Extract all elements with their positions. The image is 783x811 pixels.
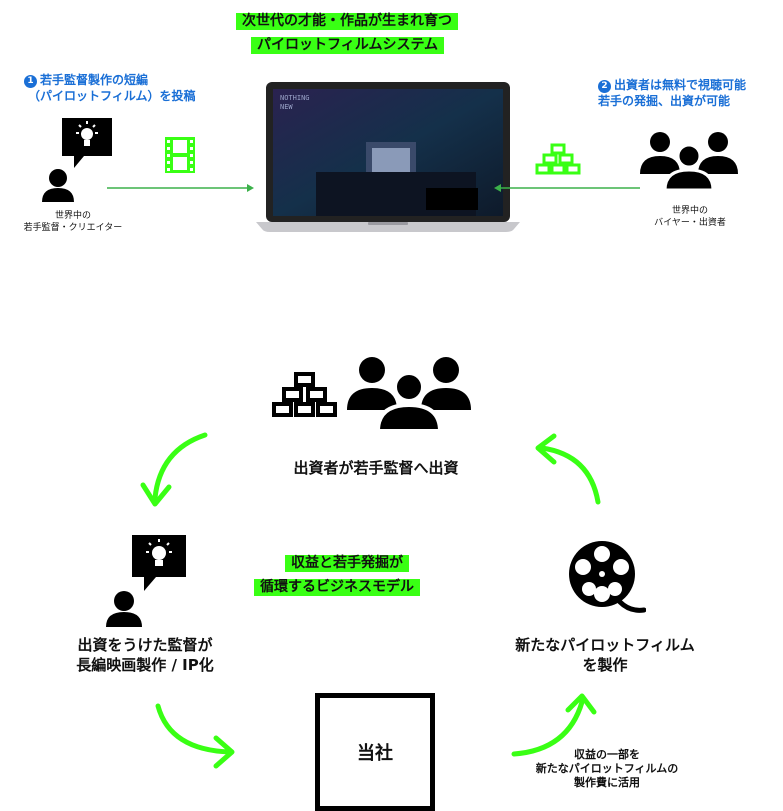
right-label: 新たなパイロットフィルム を製作 bbox=[480, 635, 730, 675]
curved-arrow-icon-bottom-left bbox=[150, 700, 240, 770]
step-1-line-2: （パイロットフィルム）を投稿 bbox=[28, 89, 196, 103]
screen-title: NOTHING NEW bbox=[280, 94, 310, 112]
curved-arrow-icon-bottom-right bbox=[508, 690, 598, 760]
curved-arrow-icon-top-right bbox=[530, 430, 610, 510]
left-caption: 世界中の 若手監督・クリエイター bbox=[8, 210, 138, 234]
company-box: 当社 bbox=[315, 693, 435, 811]
left-caption-1: 世界中の bbox=[54, 211, 91, 221]
bottom-note-1: 収益の一部を bbox=[574, 748, 640, 761]
laptop-icon: NOTHING NEW bbox=[256, 82, 520, 232]
bottom-note-3: 製作費に活用 bbox=[574, 776, 640, 789]
left-label: 出資をうけた監督が 長編映画製作 / IP化 bbox=[50, 635, 240, 675]
cycle-center-line-1: 収益と若手発掘が bbox=[285, 555, 409, 572]
top-label: 出資者が若手監督へ出資 bbox=[293, 459, 459, 477]
headline-line-2: パイロットフィルムシステム bbox=[251, 37, 445, 54]
arrow-investor-to-platform bbox=[494, 183, 640, 193]
headline-line-1: 次世代の才能・作品が生まれ育つ bbox=[236, 13, 458, 30]
right-caption: 世界中の バイヤー・出資者 bbox=[630, 205, 750, 229]
step-2-line-2: 若手の発掘、出資が可能 bbox=[598, 94, 731, 108]
film-reel-icon bbox=[568, 540, 646, 616]
step-1-badge: 1 bbox=[24, 75, 37, 88]
right-label-1: 新たなパイロットフィルム bbox=[515, 636, 695, 654]
gold-bars-icon-small bbox=[535, 143, 581, 175]
right-label-2: を製作 bbox=[582, 656, 628, 674]
bottom-note: 収益の一部を 新たなパイロットフィルムの 製作費に活用 bbox=[512, 748, 702, 790]
screen-text-2: NEW bbox=[280, 103, 293, 111]
step-1-line-1: 若手監督製作の短編 bbox=[40, 73, 149, 87]
curved-arrow-icon-top-left bbox=[135, 430, 215, 510]
left-caption-2: 若手監督・クリエイター bbox=[23, 223, 123, 233]
gold-bars-icon bbox=[271, 371, 339, 419]
company-label: 当社 bbox=[357, 743, 393, 764]
right-caption-1: 世界中の bbox=[671, 206, 708, 216]
investor-group-icon bbox=[640, 130, 738, 190]
director-idea-icon bbox=[102, 535, 190, 627]
investor-group-icon-large bbox=[347, 355, 471, 431]
creator-idea-icon bbox=[36, 118, 116, 202]
step-2-line-1: 出資者は無料で視聴可能 bbox=[614, 78, 747, 92]
right-caption-2: バイヤー・出資者 bbox=[654, 218, 726, 228]
film-strip-icon bbox=[165, 137, 195, 173]
bottom-note-2: 新たなパイロットフィルムの bbox=[535, 762, 679, 775]
left-label-1: 出資をうけた監督が bbox=[77, 636, 213, 654]
arrow-creator-to-platform bbox=[107, 183, 255, 193]
screen-text-1: NOTHING bbox=[280, 94, 310, 102]
left-label-2: 長編映画製作 / IP化 bbox=[76, 656, 214, 674]
cycle-center-line-2: 循環するビジネスモデル bbox=[254, 579, 420, 596]
step-2-badge: 2 bbox=[598, 80, 611, 93]
